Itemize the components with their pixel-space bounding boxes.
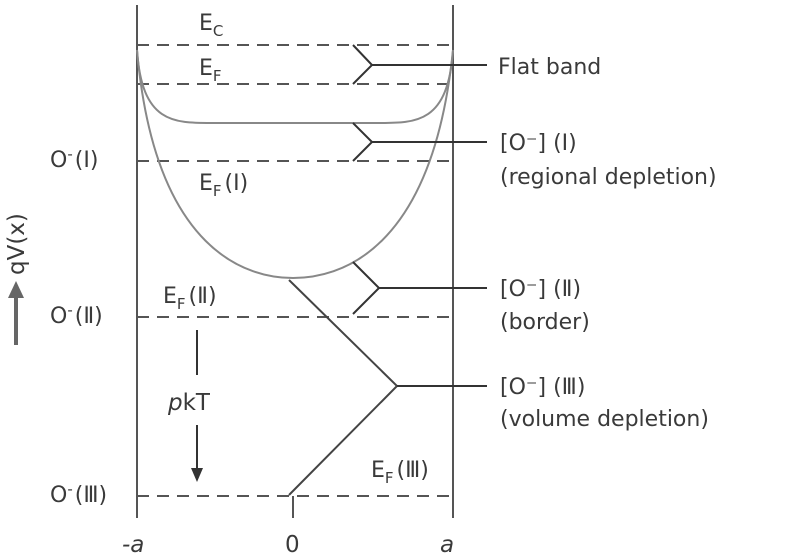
- ef3-label: EF(Ⅲ): [371, 458, 429, 487]
- ef1-label: EF(Ⅰ): [199, 171, 248, 200]
- callout-border-line1: [O⁻] (Ⅱ): [500, 277, 581, 302]
- ef-flat-label: EF: [199, 56, 222, 85]
- o1-label: O-(Ⅰ): [50, 145, 98, 173]
- o3-label: O-(Ⅲ): [50, 480, 107, 508]
- callout-border-line2: (border): [500, 310, 590, 335]
- bracket-flat-band: [352, 44, 374, 85]
- bracket-border: [352, 261, 381, 315]
- y-axis-label: qV(x): [4, 213, 30, 275]
- curve-regional-depletion: [136, 49, 454, 125]
- ec-label: EC: [199, 11, 223, 40]
- flat-band-label: Flat band: [498, 55, 601, 80]
- ef2-label: EF(Ⅱ): [163, 284, 217, 313]
- bracket-regional: [352, 122, 374, 162]
- qv-axis-arrow-head: [8, 281, 24, 298]
- callout-regional-line2: (regional depletion): [500, 165, 717, 190]
- x-tick-center: 0: [285, 532, 300, 558]
- x-tick-left: -a: [122, 532, 144, 558]
- callout-volume-line1: [O⁻] (Ⅲ): [500, 375, 585, 400]
- pkt-label: pkT: [167, 390, 211, 416]
- curve-border: [136, 49, 454, 280]
- o2-label: O-(Ⅱ): [50, 301, 103, 329]
- callout-volume-line2: (volume depletion): [500, 407, 709, 432]
- callout-regional-line1: [O⁻] (Ⅰ): [500, 131, 577, 156]
- pkt-arrow-head: [191, 468, 203, 482]
- x-tick-right: a: [440, 532, 454, 558]
